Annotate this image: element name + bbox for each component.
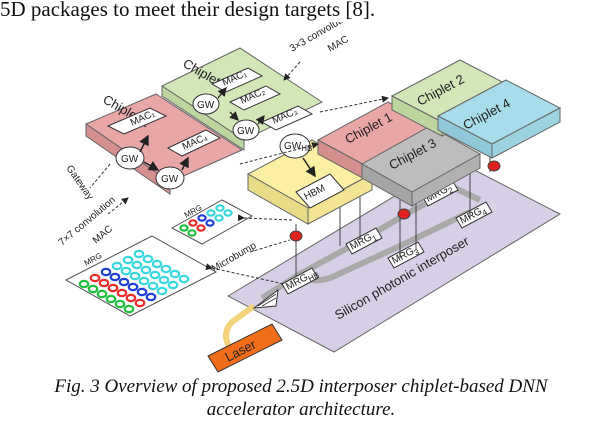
microring (78, 279, 90, 289)
microring (223, 209, 233, 217)
coupler-icon (252, 288, 279, 309)
microring (188, 219, 198, 227)
figure-caption-line-1: Fig. 3 Overview of proposed 2.5D interpo… (54, 376, 548, 397)
microring (96, 289, 108, 299)
microring (129, 271, 141, 281)
mrg-hbm: MRGHB (281, 267, 321, 295)
gateway-label: Gateway (64, 163, 96, 202)
microring (87, 284, 99, 294)
microring (127, 282, 139, 292)
microring (105, 294, 117, 304)
microring (142, 254, 154, 264)
figure-caption-line-2: accelerator architecture. (206, 399, 396, 420)
mrg-array-small: MRG (170, 199, 254, 245)
microring (123, 304, 135, 314)
microring (116, 288, 128, 298)
microbump (289, 230, 303, 242)
laser-box (207, 323, 283, 373)
microring (158, 275, 170, 285)
microring (107, 283, 119, 293)
microring (167, 280, 179, 290)
microring (156, 286, 168, 296)
microring (196, 224, 206, 232)
svg-text:GW: GW (121, 154, 139, 165)
conv7-label: 7×7 convolution (57, 195, 118, 249)
microring (136, 287, 148, 297)
microring (134, 298, 146, 308)
microring (98, 278, 110, 288)
preceding-text-line: 5D packages to meet their design targets… (0, 0, 376, 21)
microring (100, 267, 112, 277)
chiplet-4: Chiplet 4 (436, 79, 562, 159)
microbump (487, 160, 501, 172)
microring (111, 261, 123, 271)
microring (114, 299, 126, 309)
microring (187, 229, 197, 237)
microring (125, 293, 137, 303)
chiplet-2-detail: Chiplet 2 MAC₁ MAC₂ MAC₃ GW GW (160, 47, 324, 151)
microring (214, 214, 224, 222)
microring (160, 264, 172, 274)
svg-text:GW: GW (161, 174, 179, 185)
microring (145, 292, 157, 302)
hbm-chiplet: GWHB HBM (246, 133, 374, 225)
microring (109, 272, 121, 282)
microring (197, 214, 207, 222)
microring (151, 259, 163, 269)
mrg-array-large: MRG (64, 235, 218, 317)
microbump (397, 208, 411, 220)
microring (122, 255, 134, 265)
microring (215, 204, 225, 212)
conv3-sub: MAC (326, 34, 351, 55)
svg-text:GW: GW (237, 126, 255, 137)
svg-text:GW: GW (197, 100, 215, 111)
microring (205, 219, 215, 227)
microring (179, 224, 189, 232)
microring (149, 270, 161, 280)
microring (140, 265, 152, 275)
microring (206, 209, 216, 217)
microring (131, 260, 143, 270)
architecture-figure: Silicon photonic interposer Laser MRGHB … (57, 22, 562, 373)
microring (118, 277, 130, 287)
microring (147, 281, 159, 291)
microring (89, 273, 101, 283)
microring (138, 276, 150, 286)
microring (169, 269, 181, 279)
svg-text:GWHB: GWHB (284, 141, 312, 153)
conv7-sub: MAC (91, 224, 115, 247)
microring (133, 249, 145, 259)
microring (120, 266, 132, 276)
microring (178, 274, 190, 284)
